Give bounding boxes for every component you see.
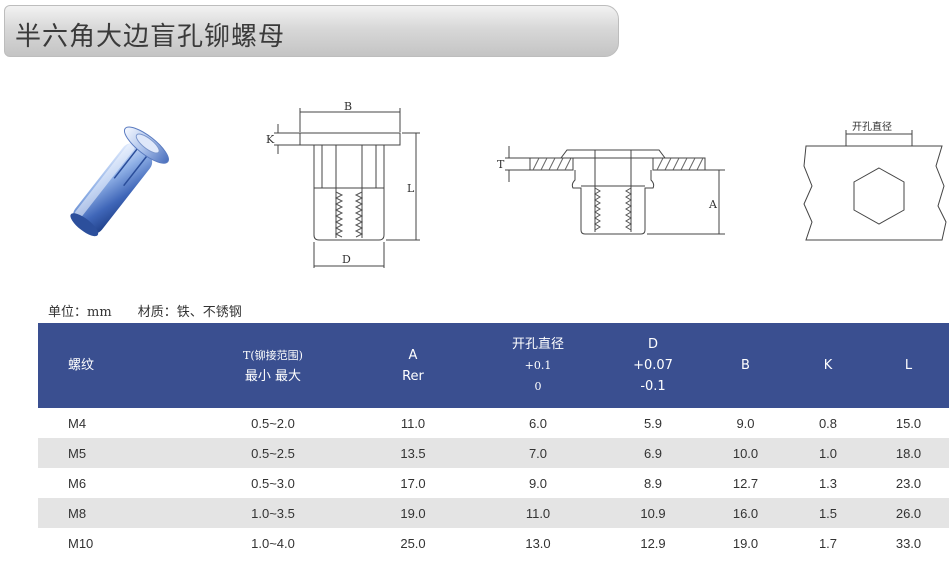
cell-l: 23.0 xyxy=(895,475,922,491)
header-a-line2: Rer xyxy=(402,368,424,384)
cell-l: 26.0 xyxy=(895,505,922,521)
table-row: M8 1.0~3.5 19.0 11.0 10.9 16.0 1.5 26.0 xyxy=(38,498,949,528)
dim-k-label: K xyxy=(266,133,275,146)
dim-a-label: A xyxy=(708,198,718,211)
dim-b-label: B xyxy=(344,100,352,113)
cell-b: 10.0 xyxy=(732,445,759,461)
cell-d: 12.9 xyxy=(640,535,666,551)
product-photo xyxy=(45,112,195,247)
header-b: B xyxy=(741,358,750,373)
cell-thread: M5 xyxy=(68,445,87,461)
cell-t: 0.5~3.0 xyxy=(251,475,295,491)
header-a: A Rer xyxy=(353,323,473,408)
cell-k: 1.0 xyxy=(818,445,838,461)
table-row: M10 1.0~4.0 25.0 13.0 12.9 19.0 1.7 33.0 xyxy=(38,528,949,558)
page-title: 半六角大边盲孔铆螺母 xyxy=(15,22,286,52)
cell-l: 33.0 xyxy=(895,535,922,551)
dim-l-label: L xyxy=(407,182,415,195)
cell-l: 15.0 xyxy=(895,415,922,431)
title-bar: 半六角大边盲孔铆螺母 xyxy=(4,5,619,57)
header-d-line1: D xyxy=(647,337,658,352)
cell-t: 0.5~2.0 xyxy=(251,415,295,431)
header-a-line1: A xyxy=(408,347,418,363)
header-k: K xyxy=(823,358,833,373)
table-row: M5 0.5~2.5 13.5 7.0 6.9 10.0 1.0 18.0 xyxy=(38,438,949,468)
header-hole-line2: +0.1 xyxy=(524,359,552,372)
hole-drawing: 开孔直径 xyxy=(800,118,948,246)
header-thread: 螺纹 xyxy=(68,358,95,373)
side-section-drawing: B K L D xyxy=(262,100,422,275)
header-l: L xyxy=(904,358,913,373)
cell-t: 1.0~4.0 xyxy=(251,535,295,551)
header-d-line3: -0.1 xyxy=(640,379,666,394)
cell-b: 19.0 xyxy=(732,535,759,551)
header-t-line1: T(铆接范围) xyxy=(243,348,303,362)
hole-diameter-label: 开孔直径 xyxy=(852,120,892,133)
cell-hole: 9.0 xyxy=(528,475,548,491)
units-line: 单位：mm 材质：铁、不锈钢 xyxy=(48,301,264,320)
table-header-row: 螺纹 T(铆接范围) 最小 最大 A Rer 开孔直径 +0.1 0 D +0.… xyxy=(38,323,949,408)
cell-k: 1.5 xyxy=(818,505,838,521)
header-hole-line3: 0 xyxy=(534,380,542,393)
material-label: 材质：铁、不锈钢 xyxy=(137,305,242,320)
cell-b: 16.0 xyxy=(732,505,759,521)
cell-k: 1.7 xyxy=(818,535,838,551)
cell-d: 10.9 xyxy=(640,505,666,521)
cell-hole: 7.0 xyxy=(528,445,548,461)
cell-k: 1.3 xyxy=(818,475,838,491)
installed-section-drawing: T A xyxy=(495,118,730,253)
cell-hole: 11.0 xyxy=(525,505,551,521)
cell-d: 6.9 xyxy=(643,445,663,461)
cell-t: 0.5~2.5 xyxy=(251,445,295,461)
header-d-line2: +0.07 xyxy=(633,358,673,373)
cell-a: 25.0 xyxy=(400,535,426,551)
cell-a: 17.0 xyxy=(400,475,426,491)
cell-b: 12.7 xyxy=(732,475,759,491)
unit-label: 单位：mm xyxy=(48,305,112,320)
cell-l: 18.0 xyxy=(895,445,922,461)
cell-k: 0.8 xyxy=(818,415,838,431)
cell-a: 11.0 xyxy=(400,415,426,431)
header-d: D +0.07 -0.1 xyxy=(603,323,703,408)
cell-b: 9.0 xyxy=(736,415,755,431)
spec-table: 螺纹 T(铆接范围) 最小 最大 A Rer 开孔直径 +0.1 0 D +0.… xyxy=(38,323,949,558)
cell-thread: M6 xyxy=(68,475,87,491)
cell-thread: M10 xyxy=(68,535,94,551)
header-hole: 开孔直径 +0.1 0 xyxy=(473,323,603,408)
table-row: M4 0.5~2.0 11.0 6.0 5.9 9.0 0.8 15.0 xyxy=(38,408,949,438)
cell-thread: M4 xyxy=(68,415,87,431)
dim-t-label: T xyxy=(497,158,505,171)
cell-a: 13.5 xyxy=(400,445,426,461)
cell-hole: 6.0 xyxy=(528,415,548,431)
header-t-line2: 最小 最大 xyxy=(244,368,302,384)
cell-t: 1.0~3.5 xyxy=(251,505,295,521)
header-t: T(铆接范围) 最小 最大 xyxy=(193,323,353,408)
cell-a: 19.0 xyxy=(400,505,426,521)
dim-d-label: D xyxy=(342,253,351,266)
table-row: M6 0.5~3.0 17.0 9.0 8.9 12.7 1.3 23.0 xyxy=(38,468,949,498)
cell-d: 5.9 xyxy=(643,415,663,431)
header-hole-line1: 开孔直径 xyxy=(511,337,564,352)
cell-hole: 13.0 xyxy=(525,535,551,551)
cell-thread: M8 xyxy=(68,505,87,521)
cell-d: 8.9 xyxy=(643,475,663,491)
